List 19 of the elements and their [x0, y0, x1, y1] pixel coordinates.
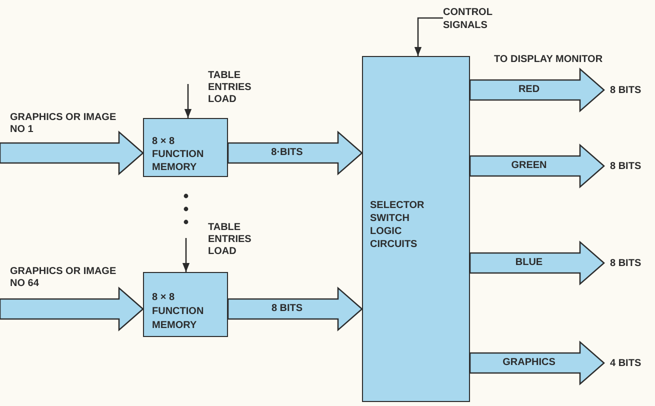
node-label: 8 BITS: [604, 253, 654, 273]
node-label: 8 BITS: [604, 80, 654, 100]
process-box: SELECTOR SWITCH LOGIC CIRCUITS: [362, 56, 470, 402]
node-label: CONTROL SIGNALS: [443, 6, 513, 36]
node-label: 8 BITS: [604, 156, 654, 176]
block-arrow: [0, 286, 144, 332]
edge-label: TABLE ENTRIES LOAD: [208, 70, 252, 106]
arrow: [414, 17, 443, 56]
edge-label: GRAPHICS OR IMAGE NO 1: [10, 112, 118, 136]
process-box: 8 × 8 FUNCTION MEMORY: [143, 118, 228, 177]
edge-label: TABLE ENTRIES LOAD: [208, 222, 252, 258]
arrow: [184, 84, 192, 118]
node-label: 4 BITS: [604, 353, 654, 373]
arrow: [182, 238, 190, 272]
block-arrow: [0, 130, 144, 176]
process-box: 8 × 8 FUNCTION MEMORY: [143, 272, 228, 337]
edge-label: GRAPHICS OR IMAGE NO 64: [10, 266, 118, 290]
block-arrow: [469, 68, 605, 112]
annotation-text: TO DISPLAY MONITOR: [494, 53, 603, 67]
